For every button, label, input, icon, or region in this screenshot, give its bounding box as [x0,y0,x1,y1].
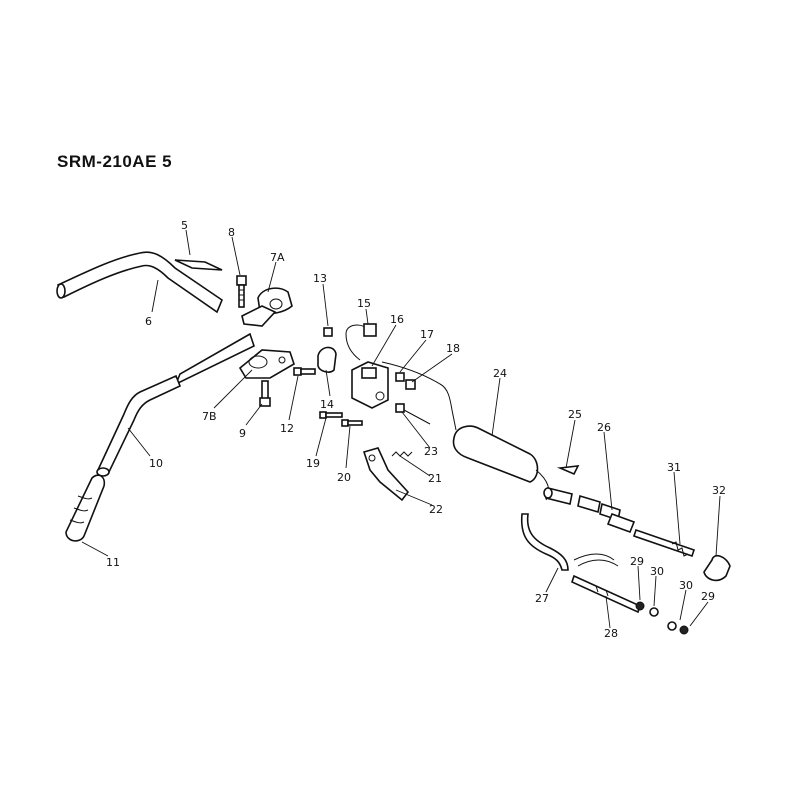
callout-5: 5 [181,219,188,232]
callout-9: 9 [239,427,246,440]
decal-label [174,259,223,271]
callout-27: 27 [535,592,549,605]
end-cap [703,554,731,582]
throttle-lever [362,403,431,502]
callout-15: 15 [357,297,371,310]
callout-32: 32 [712,484,726,497]
callout-29-b: 29 [701,590,715,603]
handle-clamp-upper [241,287,293,327]
diagram-title: SRM-210AE 5 [57,152,173,171]
nut-13 [323,327,333,337]
callout-8: 8 [228,226,235,239]
callout-11: 11 [106,556,120,569]
callout-13: 13 [313,272,327,285]
throttle-cable [520,513,619,571]
screws-19-20 [319,411,363,427]
clamp-bolt-lower [259,380,271,407]
callout-28: 28 [604,627,618,640]
callout-26: 26 [597,421,611,434]
callout-22: 22 [429,503,443,516]
clamp-bolt-upper [236,275,247,308]
handle-grip [65,474,106,542]
callout-10: 10 [149,457,163,470]
lower-handlebar-tube [96,332,255,477]
callout-31: 31 [667,461,681,474]
upper-handlebar-tube [56,251,223,314]
screw-12 [293,367,316,376]
callout-21: 21 [428,472,442,485]
switch-box [345,323,457,431]
callout-25: 25 [568,408,582,421]
callout-14: 14 [320,398,334,411]
nuts-washers [635,601,689,635]
sleeves-25-26 [543,465,636,534]
callout-7a: 7A [270,251,285,264]
cable-sleeve [452,425,550,501]
callout-29-a: 29 [630,555,644,568]
callout-23: 23 [424,445,438,458]
callout-19: 19 [306,457,320,470]
handle-clamp-lower [238,349,295,379]
callout-16: 16 [390,313,404,326]
callout-18: 18 [446,342,460,355]
callout-30-b: 30 [679,579,693,592]
callout-20: 20 [337,471,351,484]
callout-12: 12 [280,422,294,435]
cable-clamp [317,346,337,373]
callout-6: 6 [145,315,152,328]
callout-24: 24 [493,367,507,380]
spring-rod [632,528,696,558]
leader-lines [81,229,721,629]
switch-nuts [395,372,416,390]
adjuster-bolt [571,574,641,614]
callout-17: 17 [420,328,434,341]
callout-30-a: 30 [650,565,664,578]
callout-7b: 7B [202,410,217,423]
callout-labels: 5 8 7A 6 13 15 16 17 18 7B 9 12 14 10 11… [106,219,726,640]
